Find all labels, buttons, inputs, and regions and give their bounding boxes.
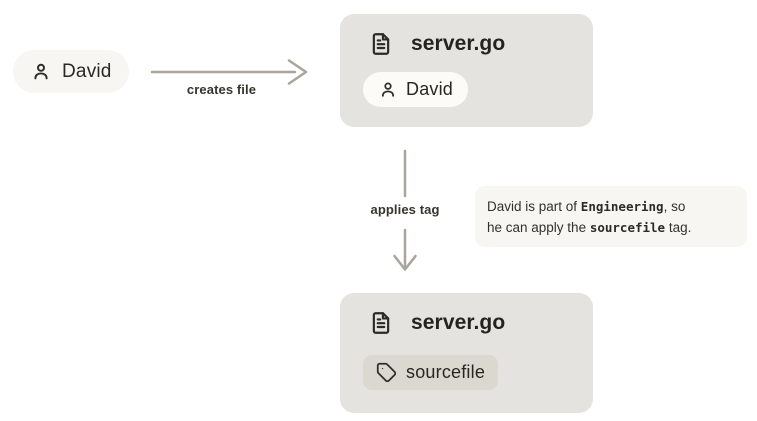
applies-tag-label: applies tag: [370, 202, 440, 217]
creates-file-arrow: [150, 59, 308, 85]
tag-badge-label: sourcefile: [406, 362, 486, 382]
tag-badge-sourcefile: sourcefile: [363, 355, 499, 390]
annotation-note: David is part of Engineering, so he can …: [475, 186, 747, 247]
file-card-before-tag: server.go David: [340, 14, 593, 127]
person-icon: [30, 61, 52, 83]
owner-badge-label: David: [406, 79, 454, 99]
annotation-code-engineering: Engineering: [580, 199, 664, 214]
file-title: server.go: [411, 32, 506, 55]
annotation-text: David is part of: [487, 199, 581, 214]
file-title-row: server.go: [368, 30, 573, 58]
tag-icon: [376, 362, 397, 383]
file-text-icon: [368, 31, 394, 57]
actor-name: David: [62, 60, 112, 82]
annotation-line-1: David is part of Engineering, so: [487, 196, 735, 217]
file-text-icon: [368, 310, 394, 336]
creates-file-label: creates file: [186, 82, 257, 97]
actor-pill-david: David: [13, 50, 129, 93]
file-title: server.go: [411, 311, 506, 334]
person-icon: [378, 80, 398, 100]
file-card-after-tag: server.go sourcefile: [340, 293, 593, 413]
file-title-row: server.go: [368, 309, 573, 337]
annotation-code-sourcefile: sourcefile: [589, 220, 666, 235]
annotation-text: , so: [663, 199, 686, 214]
annotation-text: tag.: [665, 220, 692, 235]
owner-badge-david: David: [363, 72, 469, 107]
annotation-text: he can apply the: [487, 220, 590, 235]
applies-tag-arrow: [393, 149, 417, 271]
annotation-line-2: he can apply the sourcefile tag.: [487, 217, 735, 238]
